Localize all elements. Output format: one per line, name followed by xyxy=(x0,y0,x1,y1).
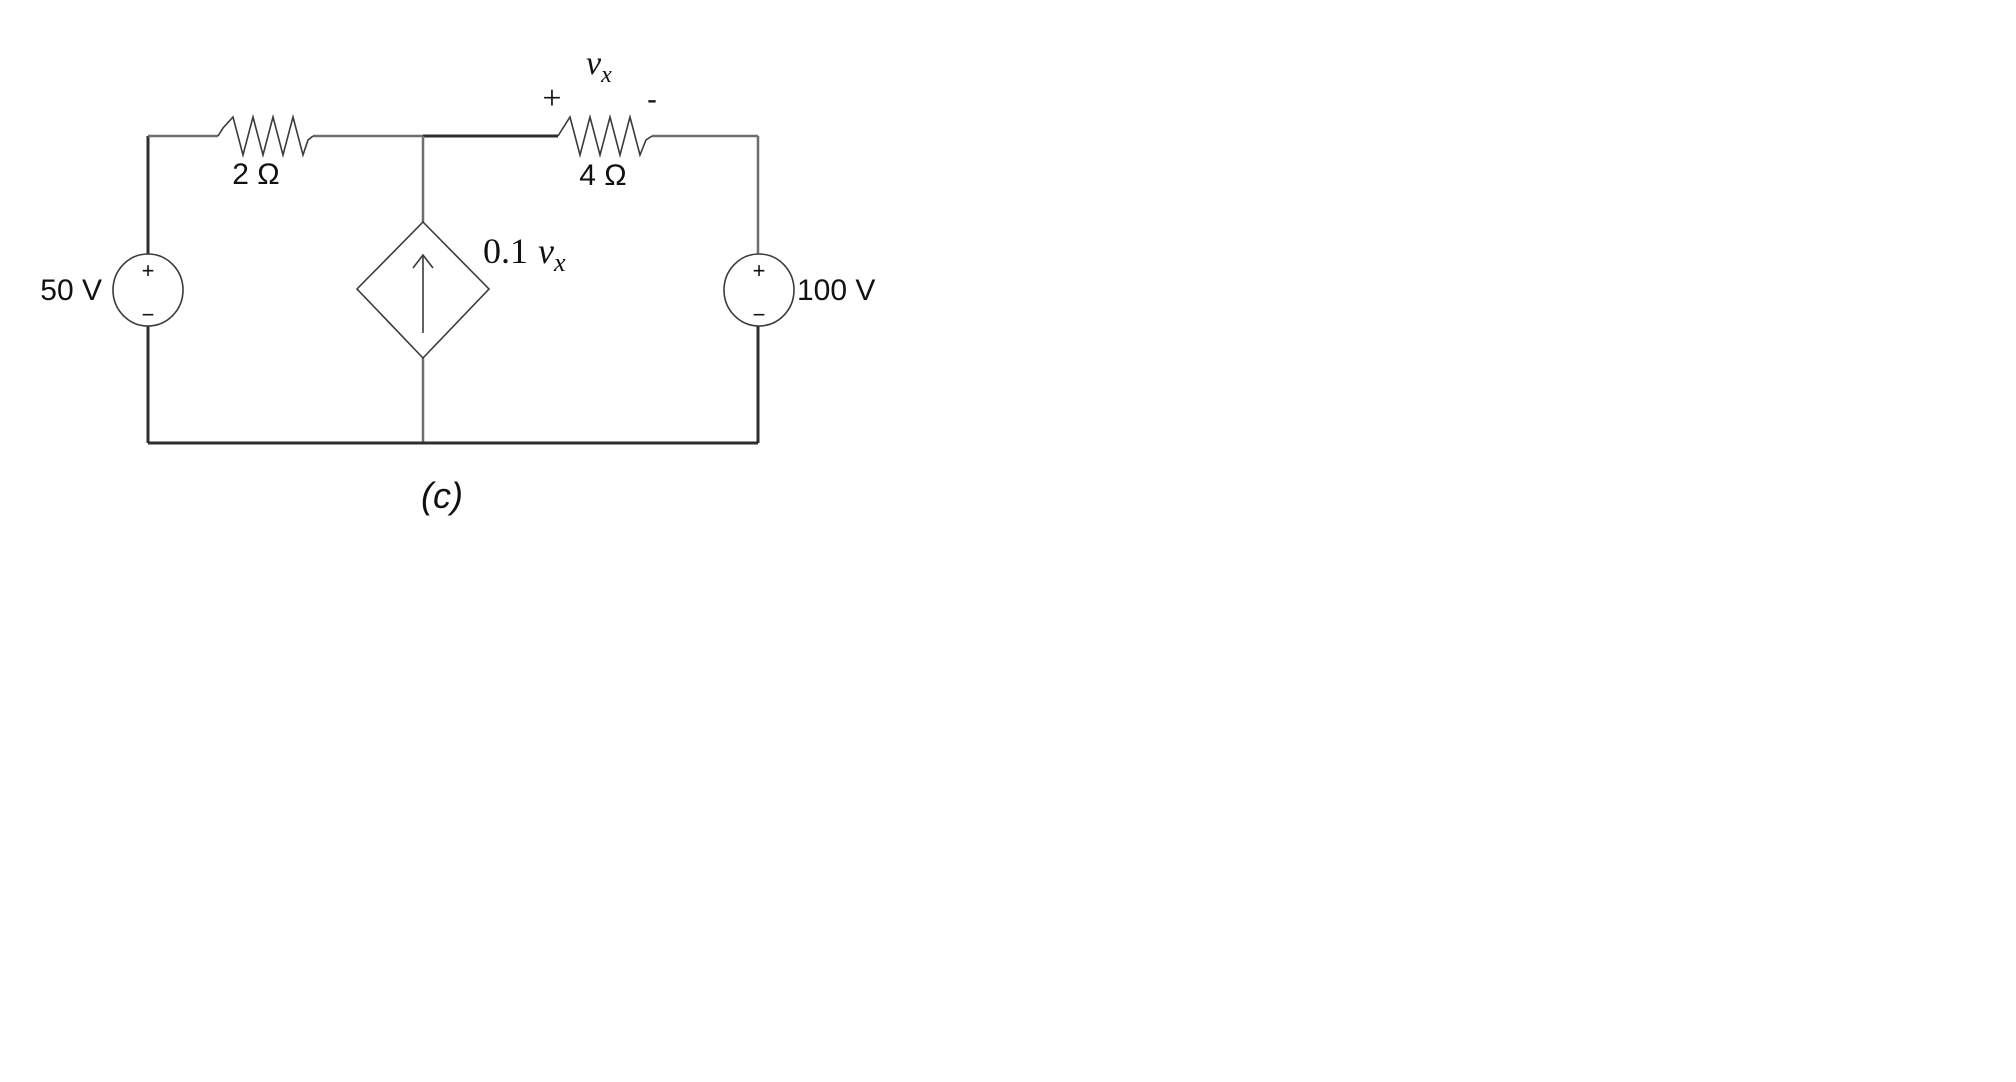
vx-symbol: v xyxy=(586,45,602,82)
diamond-source-icon xyxy=(355,220,491,360)
voltage-source-circle-icon xyxy=(112,253,184,327)
source-100v-label: 100 V xyxy=(797,274,875,307)
resistor-2-ohm: 2 Ω xyxy=(217,113,314,191)
wires xyxy=(146,134,760,445)
vx-plus-sign: + xyxy=(542,80,561,117)
dependent-source-coefficient: 0.1 xyxy=(483,231,528,271)
resistor-zigzag-icon xyxy=(217,113,314,159)
vx-label: vx xyxy=(586,45,612,88)
resistor-zigzag-icon xyxy=(557,113,653,159)
source-100v-minus: − xyxy=(753,302,766,327)
resistor-2-ohm-label: 2 Ω xyxy=(232,158,279,191)
voltage-source-50v: + − 50 V xyxy=(40,253,184,327)
dependent-source-subscript: x xyxy=(553,248,566,277)
resistor-4-ohm: 4 Ω + - vx xyxy=(542,45,657,192)
source-50v-plus: + xyxy=(142,258,155,283)
source-100v-plus: + xyxy=(753,258,766,283)
voltage-source-100v: + − 100 V xyxy=(723,253,875,327)
resistor-4-ohm-label: 4 Ω xyxy=(579,159,626,192)
vx-minus-sign: - xyxy=(647,83,657,116)
voltage-source-circle-icon xyxy=(723,253,795,327)
vx-subscript: x xyxy=(600,62,612,88)
source-50v-label: 50 V xyxy=(40,274,102,307)
figure-caption: (c) xyxy=(421,475,463,516)
source-50v-minus: − xyxy=(142,302,155,327)
arrow-up-icon xyxy=(412,253,434,333)
dependent-source-symbol: v xyxy=(538,231,554,271)
